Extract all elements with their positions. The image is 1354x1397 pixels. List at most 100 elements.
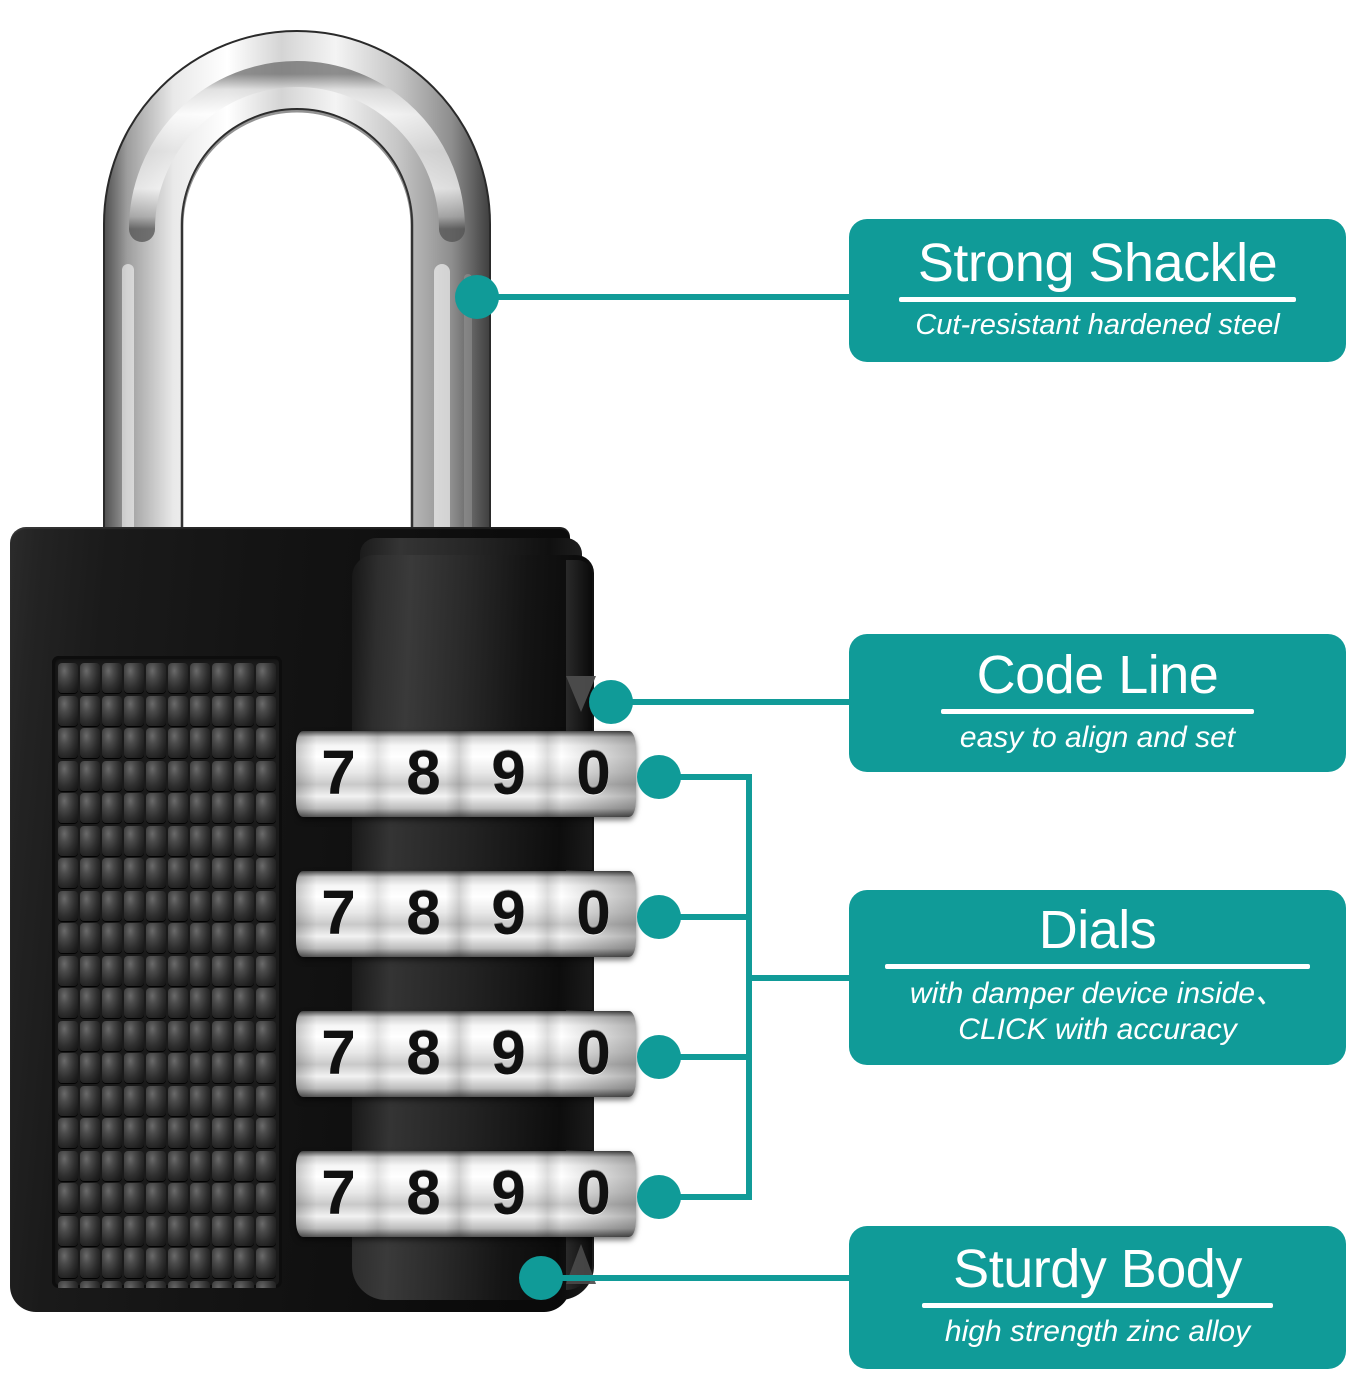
grip-cell xyxy=(212,1248,232,1278)
shackle xyxy=(82,14,512,559)
connector-line-dial-2 xyxy=(660,914,750,920)
dial-digit: 0 xyxy=(576,739,611,808)
grip-cell xyxy=(212,695,232,726)
grip-cell xyxy=(168,825,188,856)
callout-underline xyxy=(922,1303,1273,1309)
connector-bracket-dials xyxy=(746,774,752,1200)
grip-cell xyxy=(212,858,232,888)
grip-cell xyxy=(190,988,210,1018)
grip-cell xyxy=(168,858,188,888)
grip-cell xyxy=(124,1150,144,1181)
grip-cell xyxy=(58,988,78,1018)
dial-band[interactable]: 7 8 9 0 xyxy=(296,1011,636,1097)
callout-subtitle: Cut-resistant hardened steel xyxy=(915,308,1280,341)
dial-digit: 0 xyxy=(576,879,611,948)
grip-cell xyxy=(146,858,166,888)
callout-title: Sturdy Body xyxy=(953,1239,1242,1300)
callout-subtitle-line-2: CLICK with accuracy xyxy=(958,1013,1237,1047)
grip-cell xyxy=(80,728,100,758)
dial-gap xyxy=(352,1096,592,1150)
grip-cell xyxy=(212,1118,232,1148)
connector-line-codeline xyxy=(612,699,854,705)
grip-cell xyxy=(168,793,188,823)
grip-cell xyxy=(234,923,254,953)
grip-cell xyxy=(124,923,144,953)
grip-cell xyxy=(124,1248,144,1278)
grip-cell xyxy=(102,923,122,953)
callout-underline xyxy=(940,708,1255,714)
grip-cell xyxy=(190,1118,210,1148)
grip-cell xyxy=(190,825,210,856)
grip-cell xyxy=(168,1215,188,1246)
grip-cell xyxy=(234,1118,254,1148)
dial-band[interactable]: 7 8 9 0 xyxy=(296,1151,636,1237)
dial-band[interactable]: 7 8 9 0 xyxy=(296,871,636,957)
grip-cell xyxy=(80,1215,100,1246)
grip-cell xyxy=(256,793,276,823)
connector-dot-dial-3 xyxy=(637,1035,681,1079)
grip-cell xyxy=(80,890,100,921)
grip-cell xyxy=(168,923,188,953)
dial-digit: 7 xyxy=(321,739,356,808)
grip-cell xyxy=(256,1280,276,1288)
grip-cell xyxy=(102,1280,122,1288)
callout-subtitle-line-1: with damper device inside、 xyxy=(909,977,1286,1011)
grip-cell xyxy=(190,890,210,921)
dial-digit: 7 xyxy=(321,1019,356,1088)
grip-cell xyxy=(256,1118,276,1148)
grip-cell xyxy=(146,1248,166,1278)
grip-cell xyxy=(80,923,100,953)
grip-cell xyxy=(102,1020,122,1051)
dial-band[interactable]: 7 8 9 0 xyxy=(296,731,636,817)
grip-cell xyxy=(80,1248,100,1278)
callout-code-line: Code Line easy to align and set xyxy=(849,634,1346,772)
grip-cell xyxy=(190,1053,210,1083)
grip-cell xyxy=(146,1053,166,1083)
grip-cell xyxy=(80,858,100,888)
grip-cell xyxy=(146,1150,166,1181)
grip-cell xyxy=(168,1020,188,1051)
grip-cell xyxy=(190,858,210,888)
grip-cell xyxy=(168,760,188,791)
grip-cell xyxy=(190,1150,210,1181)
grip-cell xyxy=(124,695,144,726)
grip-cell xyxy=(58,1053,78,1083)
grip-cell xyxy=(58,955,78,986)
dial-wheel-4[interactable]: 7 8 9 0 xyxy=(296,1151,636,1237)
grip-cell xyxy=(102,1150,122,1181)
grip-texture-panel xyxy=(52,656,282,1288)
grip-cell xyxy=(124,988,144,1018)
grip-cell xyxy=(212,1085,232,1116)
grip-cell xyxy=(168,890,188,921)
grip-cell xyxy=(146,728,166,758)
grip-cell xyxy=(146,1215,166,1246)
grip-cell xyxy=(146,793,166,823)
dial-digit: 0 xyxy=(576,1159,611,1228)
grip-cell xyxy=(234,890,254,921)
grip-cell xyxy=(212,793,232,823)
grip-cell xyxy=(80,1118,100,1148)
grip-cell xyxy=(58,1118,78,1148)
grip-cell xyxy=(212,890,232,921)
grip-cell xyxy=(212,825,232,856)
grip-cell xyxy=(124,1053,144,1083)
grip-cell xyxy=(234,1053,254,1083)
grip-cell xyxy=(190,1280,210,1288)
grip-cell xyxy=(168,1118,188,1148)
dial-wheel-2[interactable]: 7 8 9 0 xyxy=(296,871,636,957)
grip-texture-grid xyxy=(58,663,276,1288)
dial-wheel-1[interactable]: 7 8 9 0 xyxy=(296,731,636,817)
grip-cell xyxy=(80,1020,100,1051)
grip-cell xyxy=(102,1118,122,1148)
grip-cell xyxy=(58,695,78,726)
grip-cell xyxy=(102,825,122,856)
dial-digit: 8 xyxy=(406,1159,441,1228)
grip-cell xyxy=(80,1053,100,1083)
grip-cell xyxy=(234,695,254,726)
grip-cell xyxy=(234,663,254,693)
grip-cell xyxy=(124,858,144,888)
dial-wheel-3[interactable]: 7 8 9 0 xyxy=(296,1011,636,1097)
grip-cell xyxy=(168,955,188,986)
grip-cell xyxy=(124,1215,144,1246)
grip-cell xyxy=(168,1248,188,1278)
